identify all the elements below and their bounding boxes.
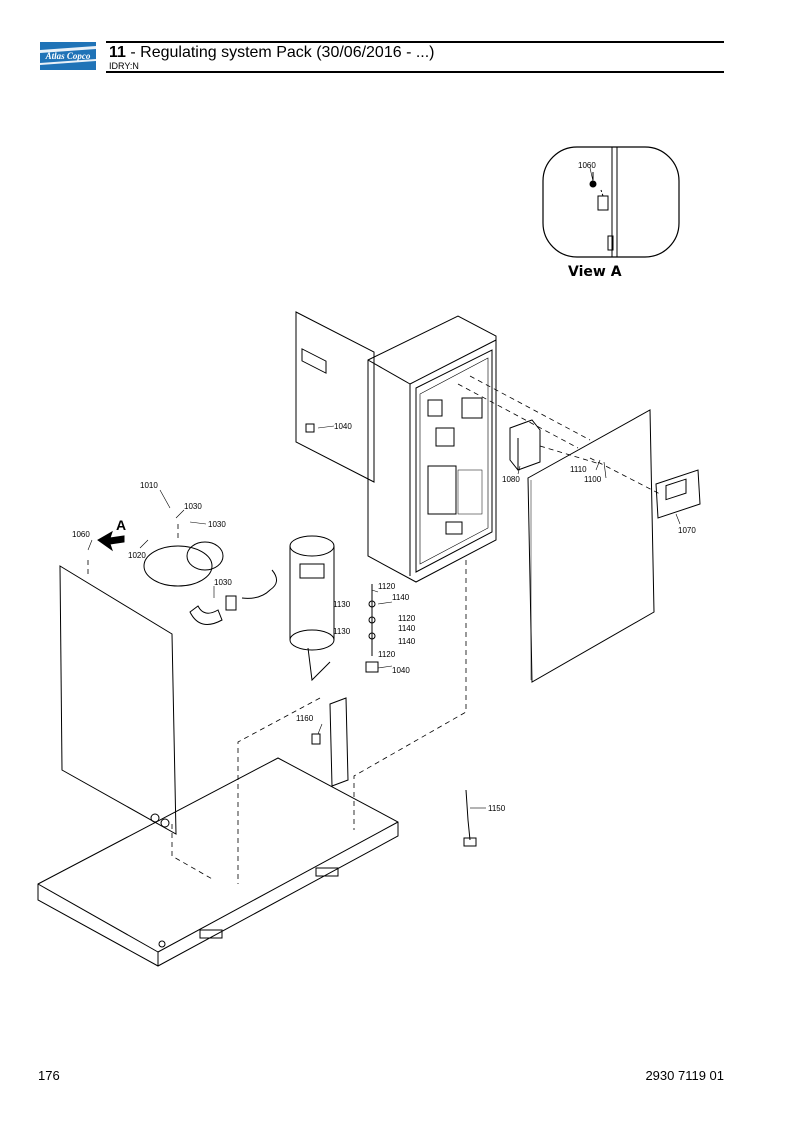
valve-assembly	[143, 541, 277, 625]
callout-1080: 1080	[502, 475, 520, 484]
callout-1100: 1100	[584, 475, 602, 484]
callout-1120-c: 1120	[378, 650, 396, 659]
atlas-copco-logo: Atlas Copco	[40, 42, 96, 70]
callout-1030-c: 1030	[214, 578, 232, 587]
callout-1030-a: 1030	[184, 502, 202, 511]
bracket	[311, 697, 349, 787]
cabinet-door	[527, 409, 655, 683]
callout-1060-side: 1060	[72, 530, 90, 539]
electrical-cabinet	[367, 315, 497, 583]
model-label: IDRY:N	[109, 61, 139, 71]
callout-1130-b: 1130	[333, 627, 351, 636]
base-frame	[37, 757, 399, 967]
view-direction-arrow	[97, 530, 125, 552]
page-title: 11 - Regulating system Pack (30/06/2016 …	[109, 44, 435, 62]
callout-1020: 1020	[128, 551, 146, 560]
logo-text: Atlas Copco	[45, 51, 91, 61]
callout-1060-view: 1060	[578, 161, 596, 170]
callout-labels: 1060 1040 1110 1100 1080 1070 1010 1030 …	[72, 161, 696, 813]
assembly-lines	[87, 375, 661, 884]
section-number: 11	[109, 44, 126, 61]
callout-1070: 1070	[678, 526, 696, 535]
callout-1160: 1160	[296, 714, 314, 723]
callout-leaders	[87, 167, 681, 809]
drive-module	[509, 419, 541, 471]
page-number: 176	[38, 1068, 60, 1083]
filter-vessel	[289, 535, 335, 682]
view-a-inset	[542, 146, 680, 258]
callout-1120-b: 1120	[398, 614, 416, 623]
callout-1030-b: 1030	[208, 520, 226, 529]
side-panel	[59, 565, 177, 835]
callout-1130-a: 1130	[333, 600, 351, 609]
callout-1140-b: 1140	[398, 624, 416, 633]
cable-assembly	[463, 789, 477, 847]
callout-1110: 1110	[570, 465, 587, 474]
header-rule-bottom	[106, 71, 724, 73]
section-title: - Regulating system Pack (30/06/2016 - .…	[125, 44, 435, 61]
callout-1120-a: 1120	[378, 582, 396, 591]
header-rule-top	[106, 41, 724, 43]
controller-display	[655, 469, 701, 519]
callout-1140-a: 1140	[392, 593, 410, 602]
callout-1040-top: 1040	[334, 422, 352, 431]
callout-1010: 1010	[140, 481, 158, 490]
fittings-column	[365, 584, 379, 673]
callout-1150: 1150	[488, 804, 506, 813]
view-arrow-label: A	[116, 517, 126, 533]
back-panel	[295, 311, 375, 483]
callout-1140-c: 1140	[398, 637, 416, 646]
document-number: 2930 7119 01	[645, 1068, 724, 1083]
callout-1040-bottom: 1040	[392, 666, 410, 675]
view-a-label: View A	[568, 264, 622, 280]
